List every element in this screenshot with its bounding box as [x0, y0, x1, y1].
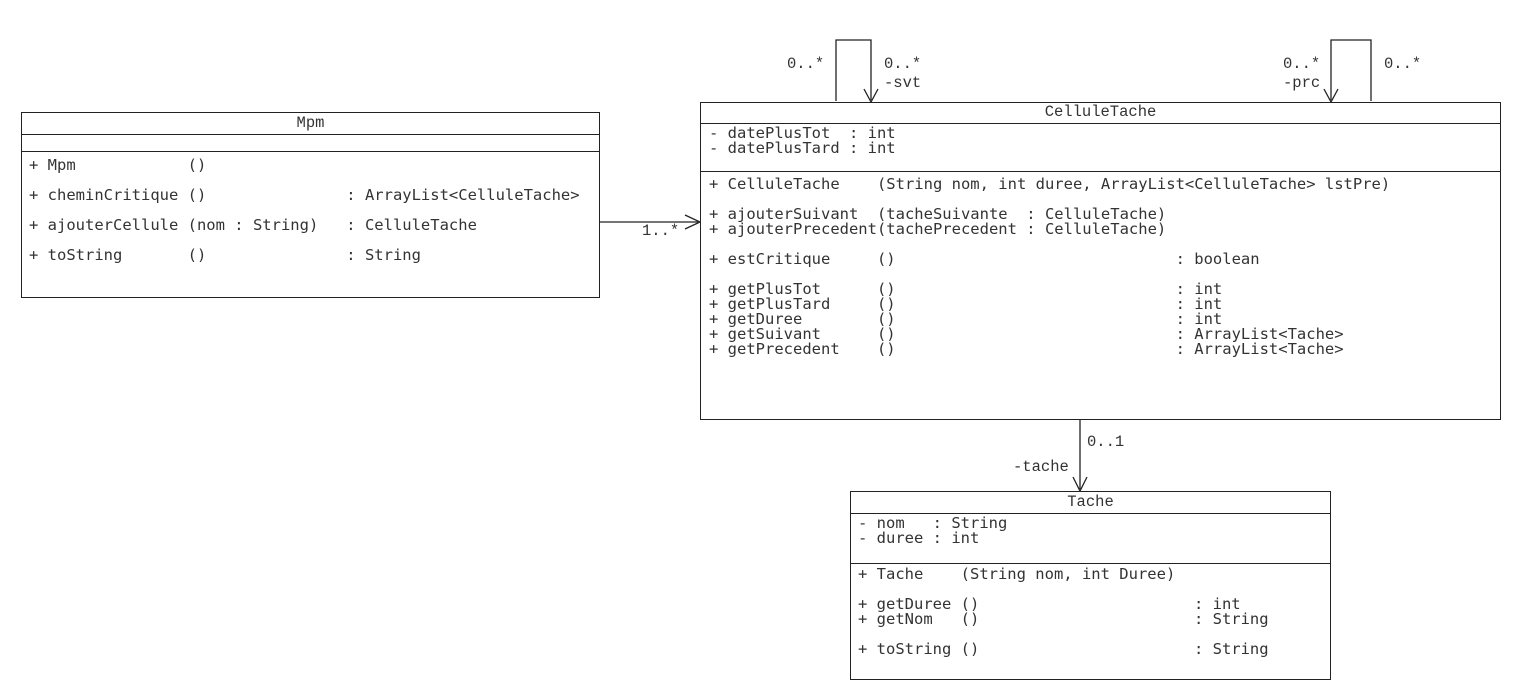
multiplicity-svt-target: 0..*: [884, 55, 922, 73]
attributes-compartment-mpm: [22, 135, 599, 152]
methods-compartment-celluletache: + CelluleTache (String nom, int duree, A…: [709, 175, 1391, 357]
attributes-compartment-tache: - nom : String - duree : int: [851, 514, 1330, 564]
association-svt-self-loop[interactable]: [835, 39, 879, 104]
role-label-svt: -svt: [884, 74, 922, 92]
multiplicity-prc-source: 0..*: [1283, 55, 1321, 73]
role-label-prc: -prc: [1283, 74, 1321, 92]
multiplicity-mpm-to-celluletache: 1..*: [642, 222, 680, 240]
class-name-celluletache: CelluleTache: [701, 103, 1500, 124]
association-prc-self-loop[interactable]: [1323, 39, 1372, 104]
class-name-tache: Tache: [851, 492, 1330, 514]
attributes-compartment-celluletache: - datePlusTot : int - datePlusTard : int: [701, 124, 1500, 172]
class-box-tache[interactable]: Tache - nom : String - duree : int + Tac…: [850, 491, 1331, 680]
methods-compartment-tache: + Tache (String nom, int Duree) + getDur…: [858, 565, 1269, 657]
class-box-mpm[interactable]: Mpm + Mpm () + cheminCritique () : Array…: [21, 112, 600, 298]
role-label-tache: -tache: [1013, 458, 1069, 476]
class-name-mpm: Mpm: [22, 113, 599, 135]
methods-compartment-mpm: + Mpm () + cheminCritique () : ArrayList…: [29, 156, 580, 263]
association-celluletache-to-tache[interactable]: [1072, 420, 1088, 493]
multiplicity-prc-target: 0..*: [1384, 55, 1422, 73]
multiplicity-to-tache: 0..1: [1087, 433, 1125, 451]
class-box-celluletache[interactable]: CelluleTache - datePlusTot : int - dateP…: [700, 102, 1501, 420]
multiplicity-svt-source: 0..*: [787, 55, 825, 73]
